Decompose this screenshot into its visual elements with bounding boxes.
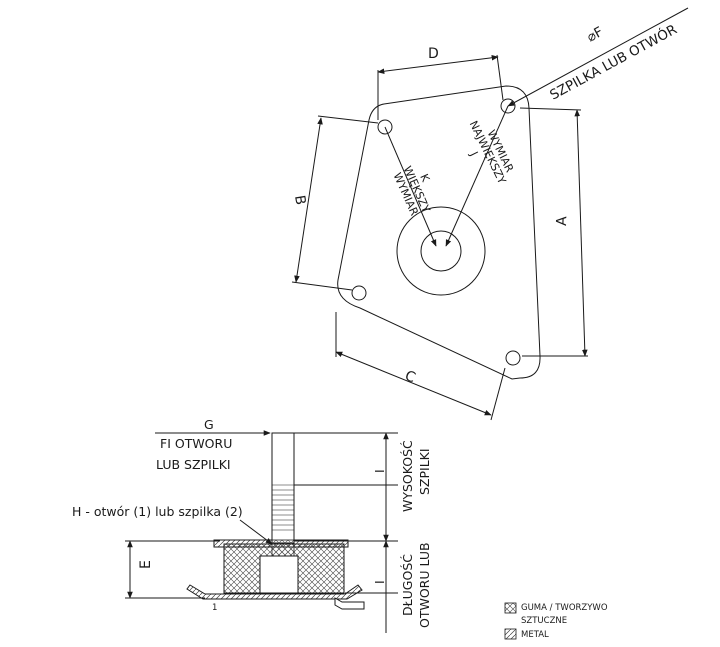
legend-rubber-line1: GUMA / TWORZYWO bbox=[521, 603, 608, 613]
hole-top-right bbox=[500, 98, 516, 114]
b-dimension-line bbox=[294, 117, 323, 283]
label-d: D bbox=[428, 46, 439, 62]
center-boss-outer bbox=[396, 206, 486, 296]
a-dimension-line bbox=[574, 109, 588, 357]
d-extension-right bbox=[496, 54, 504, 101]
hole-top-left bbox=[377, 119, 393, 135]
j-dimension-line bbox=[445, 105, 509, 247]
label-i-upper: I bbox=[372, 469, 387, 473]
k-dimension-line bbox=[384, 126, 437, 247]
label-hole-length-line2: OTWORU LUB bbox=[417, 542, 432, 628]
stud-thread bbox=[272, 484, 294, 531]
label-g: G bbox=[204, 417, 214, 432]
c-extension-right bbox=[490, 367, 506, 421]
threaded-stud bbox=[271, 432, 295, 544]
label-e: E bbox=[138, 560, 154, 569]
h-leader bbox=[239, 519, 273, 545]
label-i-lower: I bbox=[372, 580, 387, 584]
hole-bottom-right bbox=[505, 350, 521, 366]
label-hole-length-line1: DŁUGOŚĆ bbox=[400, 554, 415, 616]
label-c: C bbox=[403, 368, 418, 387]
b-extension-bottom bbox=[291, 281, 353, 291]
bottom-screw bbox=[334, 597, 365, 610]
legend-metal-swatch bbox=[504, 628, 517, 640]
base-plate bbox=[186, 584, 363, 600]
k-label-group: K WIĘKSZY WYMIAR bbox=[390, 164, 432, 218]
legend-rubber-line2: SZTUCZNE bbox=[521, 616, 567, 626]
j-label-group: J NAJWIĘKSZY WYMIAR bbox=[467, 119, 517, 187]
label-hole-description: SZPILKA LUB OTWÓR bbox=[546, 20, 679, 104]
hole-left bbox=[351, 285, 367, 301]
label-stud-height-line1: WYSOKOŚĆ bbox=[400, 440, 415, 512]
label-g-line1: FI OTWORU bbox=[160, 436, 232, 451]
legend-rubber-swatch bbox=[504, 602, 517, 614]
legend: GUMA / TWORZYWO SZTUCZNE METAL bbox=[504, 602, 608, 640]
label-b: B bbox=[291, 194, 308, 206]
label-h: H - otwór (1) lub szpilka (2) bbox=[72, 504, 243, 519]
label-stud-height-line2: SZPILKI bbox=[417, 448, 432, 495]
label-j: J bbox=[467, 149, 481, 159]
top-view bbox=[291, 7, 689, 421]
legend-metal: METAL bbox=[521, 630, 549, 640]
label-bottom-mark: 1 bbox=[212, 603, 217, 613]
plate-outline bbox=[337, 85, 541, 380]
d-dimension-line bbox=[377, 55, 499, 74]
side-view: G FI OTWORU LUB SZPILKI H - otwór (1) lu… bbox=[72, 417, 432, 633]
label-hole-symbol: ⌀F bbox=[584, 24, 606, 46]
inner-cavity bbox=[259, 555, 299, 594]
stud-base bbox=[271, 539, 295, 557]
c-dimension-line bbox=[335, 351, 492, 416]
label-a: A bbox=[554, 216, 570, 227]
label-g-line2: LUB SZPILKI bbox=[156, 457, 231, 472]
top-view-labels: D B A C ⌀F SZPILKA LUB OTWÓR J NAJWIĘKSZ… bbox=[291, 20, 680, 387]
f-leader-line bbox=[507, 7, 689, 107]
b-extension-top bbox=[317, 115, 379, 124]
a-extension-top bbox=[519, 107, 582, 111]
center-boss-inner bbox=[420, 230, 462, 272]
